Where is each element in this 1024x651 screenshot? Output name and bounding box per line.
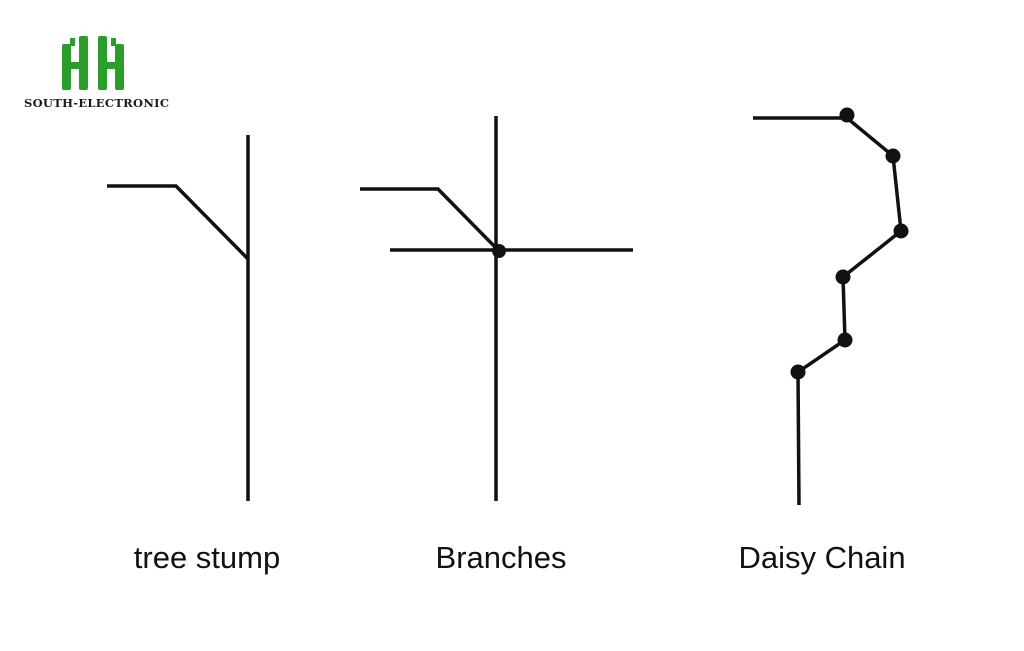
caption-tree-stump: tree stump xyxy=(133,540,281,575)
daisy-chain-node xyxy=(790,364,806,380)
brand-logo-icon xyxy=(62,36,124,90)
branches-diagram xyxy=(360,116,633,501)
daisy-chain-node xyxy=(839,107,855,123)
daisy-chain-node xyxy=(885,148,901,164)
branches-stub xyxy=(360,187,501,253)
brand-name: SOUTH-ELECTRONIC xyxy=(24,96,170,110)
daisy-chain-node xyxy=(835,269,851,285)
brand-logo: SOUTH-ELECTRONIC xyxy=(24,30,174,120)
tree-stump-diagram xyxy=(107,135,250,501)
daisy-chain-path xyxy=(753,116,903,506)
caption-daisy-chain: Daisy Chain xyxy=(738,540,906,575)
branches-junction-node xyxy=(492,244,506,258)
caption-branches: Branches xyxy=(435,540,567,575)
tree-stump-stub xyxy=(107,184,250,261)
daisy-chain-node xyxy=(893,223,909,239)
daisy-chain-diagram xyxy=(753,107,909,506)
daisy-chain-node xyxy=(837,332,853,348)
